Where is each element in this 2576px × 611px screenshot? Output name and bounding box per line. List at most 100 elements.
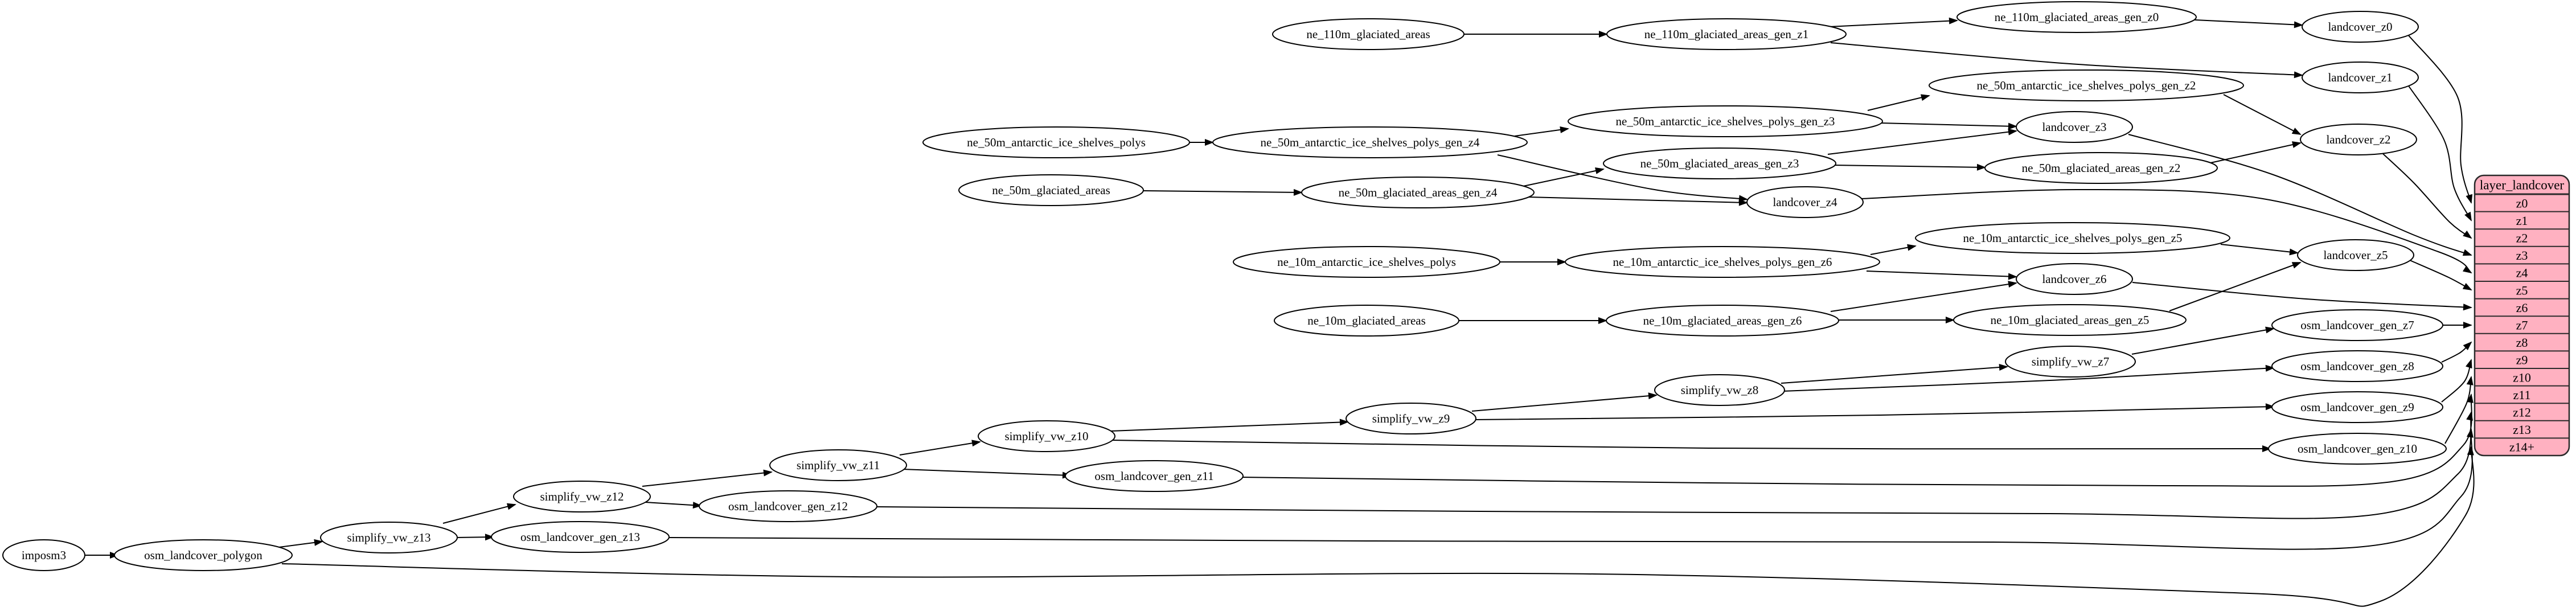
node-ellipse [769,449,907,481]
node-label: simplify_vw_z9 [1372,412,1450,425]
node-label: ne_50m_glaciated_areas [992,183,1110,197]
node-label: simplify_vw_z13 [347,531,431,544]
table-row-z7: z7 [2516,318,2528,333]
node-ne_50m_glaciated_areas_gen_z4: ne_50m_glaciated_areas_gen_z4 [1301,177,1535,208]
node-ellipse [1233,246,1500,278]
node-label: ne_50m_antarctic_ice_shelves_polys_gen_z… [1616,114,1835,128]
node-osm_landcover_gen_z7: osm_landcover_gen_z7 [2271,309,2443,341]
node-simplify_vw_z10: simplify_vw_z10 [978,420,1115,452]
node-ne_50m_antarctic_ice_shelves_polys_gen_z2: ne_50m_antarctic_ice_shelves_polys_gen_z… [1929,69,2244,101]
edge-simplify_vw_z10-to-osm_landcover_gen_z10 [1111,440,2271,452]
node-ellipse [2016,111,2133,143]
node-ellipse [1274,305,1459,337]
edge-simplify_vw_z12-to-osm_landcover_gen_z12 [645,502,702,509]
edge-simplify_vw_z12-to-simplify_vw_z11 [642,469,773,487]
edge-simplify_vw_z7-to-osm_landcover_gen_z7 [2131,326,2275,355]
node-ellipse [1606,305,1839,337]
node-ne_10m_glaciated_areas: ne_10m_glaciated_areas [1274,305,1459,337]
edge-osm_landcover_gen_z8-to-table-row-z8 [2441,341,2472,363]
node-ellipse [1603,147,1836,179]
node-ellipse [1956,1,2197,33]
node-ellipse [1915,222,2230,254]
edge-simplify_vw_z13-to-osm_landcover_gen_z13 [455,534,494,541]
node-ne_50m_glaciated_areas_gen_z3: ne_50m_glaciated_areas_gen_z3 [1603,147,1836,179]
table-row-z11: z11 [2513,388,2531,402]
node-label: landcover_z6 [2042,272,2106,286]
node-label: ne_50m_antarctic_ice_shelves_polys [967,136,1146,149]
node-osm_landcover_gen_z9: osm_landcover_gen_z9 [2271,391,2443,423]
nodes-layer: imposm3 osm_landcover_polygon simplify_vw_… [2,1,2447,571]
edge-landcover_z4-to-table-row-z4 [1860,188,2472,274]
table-row-z9: z9 [2516,353,2528,367]
table-layer: layer_landcoverz0z1z2z3z4z5z6z7z8z9z10z1… [2474,174,2570,457]
node-label: ne_50m_glaciated_areas_gen_z2 [2022,161,2181,175]
node-label: osm_landcover_gen_z12 [728,499,848,513]
edge-ne_110m_glaciated_areas_gen_z1-to-landcover_z1 [1830,42,2303,79]
node-ellipse [491,521,670,553]
table-row-z6: z6 [2516,301,2528,315]
node-ne_50m_antarctic_ice_shelves_polys: ne_50m_antarctic_ice_shelves_polys [922,126,1190,158]
edge-ne_10m_glaciated_areas_gen_z5-to-landcover_z5 [2169,262,2302,311]
node-label: landcover_z3 [2042,120,2106,134]
node-label: ne_110m_glaciated_areas_gen_z0 [1995,10,2159,24]
node-simplify_vw_z12: simplify_vw_z12 [513,481,651,512]
edge-simplify_vw_z9-to-simplify_vw_z8 [1471,392,1658,412]
node-label: osm_landcover_gen_z11 [1094,469,1213,483]
edge-ne_50m_glaciated_areas_gen_z4-to-ne_50m_glaciated_areas_gen_z3 [1523,167,1605,187]
edge-ne_110m_glaciated_areas_gen_z1-to-ne_110m_glaciated_areas_gen_z0 [1828,17,1958,27]
edge-osm_landcover_polygon-to-table-row-z14+ [281,446,2475,607]
node-ne_110m_glaciated_areas: ne_110m_glaciated_areas [1272,18,1465,50]
node-label: osm_landcover_gen_z8 [2300,359,2414,373]
edge-simplify_vw_z8-to-osm_landcover_gen_z8 [1782,364,2275,392]
table-row-z12: z12 [2513,405,2531,420]
node-label: ne_50m_glaciated_areas_gen_z3 [1640,157,1799,170]
node-landcover_z6: landcover_z6 [2016,263,2133,295]
node-simplify_vw_z11: simplify_vw_z11 [769,449,907,481]
edge-osm_landcover_polygon-to-simplify_vw_z13 [278,539,323,548]
table-row-z10: z10 [2513,370,2531,384]
node-ellipse [1606,18,1847,50]
table-row-z5: z5 [2516,283,2528,297]
node-ne_10m_glaciated_areas_gen_z5: ne_10m_glaciated_areas_gen_z5 [1953,304,2187,336]
edge-simplify_vw_z10-to-simplify_vw_z9 [1110,419,1349,432]
table-row-z3: z3 [2516,248,2528,263]
edge-ne_110m_glaciated_areas_gen_z0-to-landcover_z0 [2183,19,2303,28]
node-imposm3: imposm3 [2,539,85,571]
node-ellipse [1654,374,1785,406]
edge-osm_landcover_gen_z11-to-table-row-z11 [1239,393,2474,487]
edge-simplify_vw_z11-to-osm_landcover_gen_z11 [902,469,1072,479]
node-ellipse [513,481,651,512]
node-label: osm_landcover_gen_z9 [2300,400,2414,414]
node-ne_50m_antarctic_ice_shelves_polys_gen_z3: ne_50m_antarctic_ice_shelves_polys_gen_z… [1568,105,1883,137]
node-label: osm_landcover_gen_z7 [2300,318,2414,332]
node-simplify_vw_z8: simplify_vw_z8 [1654,374,1785,406]
node-ne_10m_antarctic_ice_shelves_polys: ne_10m_antarctic_ice_shelves_polys [1233,246,1500,278]
node-ellipse [320,522,458,553]
node-ne_10m_antarctic_ice_shelves_polys_gen_z5: ne_10m_antarctic_ice_shelves_polys_gen_z… [1915,222,2230,254]
edge-ne_10m_glaciated_areas_gen_z6-to-landcover_z6 [1830,281,2017,312]
node-ellipse [922,126,1190,158]
edge-landcover_z2-to-table-row-z2 [2382,153,2472,239]
node-label: ne_10m_glaciated_areas_gen_z5 [1991,313,2150,327]
node-ellipse [2005,346,2136,378]
table-row-z0: z0 [2516,196,2528,210]
node-label: landcover_z2 [2326,133,2390,146]
edge-osm_landcover_gen_z12-to-table-row-z12 [876,411,2473,519]
node-label: osm_landcover_gen_z10 [2298,442,2417,456]
table-row-z13: z13 [2513,423,2531,437]
node-osm_landcover_polygon: osm_landcover_polygon [114,539,293,571]
node-label: ne_50m_glaciated_areas_gen_z4 [1339,186,1498,199]
node-landcover_z3: landcover_z3 [2016,111,2133,143]
edges-layer [84,17,2475,607]
layer-table-title: layer_landcover [2480,178,2564,192]
node-osm_landcover_gen_z8: osm_landcover_gen_z8 [2271,350,2443,382]
table-row-z1: z1 [2516,214,2528,228]
node-ellipse [1929,69,2244,101]
node-label: simplify_vw_z12 [540,490,624,503]
node-label: landcover_z4 [1773,195,1837,209]
node-ellipse [2300,124,2417,155]
node-ellipse [2271,391,2443,423]
node-simplify_vw_z7: simplify_vw_z7 [2005,346,2136,378]
node-ellipse [1346,403,1476,434]
